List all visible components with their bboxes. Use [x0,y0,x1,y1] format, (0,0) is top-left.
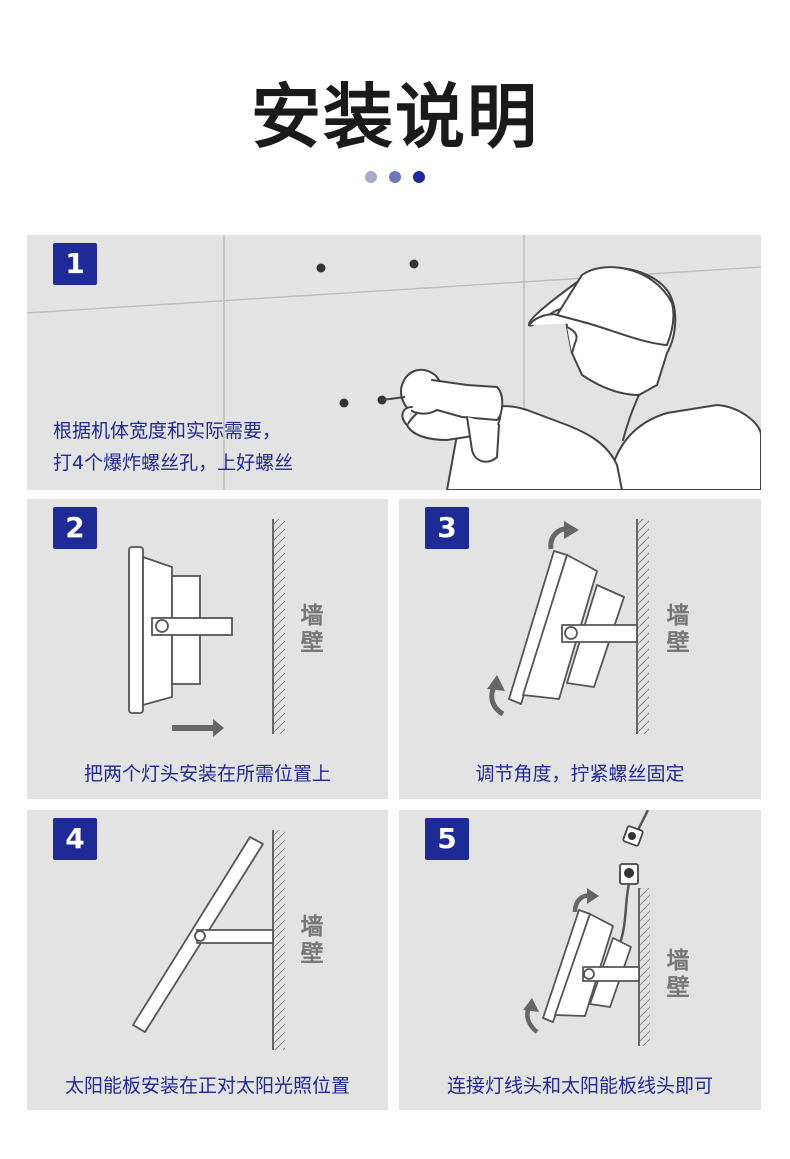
step-3-number-badge: 3 [425,507,469,549]
step-2-number-badge: 2 [53,507,97,549]
step-1-caption-line: 打4个爆炸螺丝孔，上好螺丝 [53,452,294,474]
step-5-caption: 连接灯线头和太阳能板线头即可 [446,1075,713,1097]
wall-label-char: 墙 [300,914,324,940]
solar-panel-mounting-illustration [132,830,285,1050]
step-4-number-badge: 4 [53,818,97,860]
wall-label-char: 壁 [300,941,324,967]
drilling-illustration [27,235,761,490]
step-2-panel: 墙 壁 2 把两个灯头安装在所需位置上 [27,499,388,799]
step-1-caption: 根据机体宽度和实际需要， 打4个爆炸螺丝孔，上好螺丝 [53,415,293,479]
step-1-panel: 1 根据机体宽度和实际需要， 打4个爆炸螺丝孔，上好螺丝 [27,235,761,490]
lamp-mounting-illustration [128,519,285,737]
decoration-dot [413,171,425,183]
step-5-number-badge: 5 [425,818,469,860]
decoration-dot [389,171,401,183]
page-title: 安装说明 [251,76,539,158]
wall-label-char: 壁 [300,630,324,656]
wall-label-char: 墙 [666,948,690,974]
step-4-caption: 太阳能板安装在正对太阳光照位置 [64,1075,350,1097]
wall-label-char: 墙 [300,603,324,629]
wall-label: 墙 壁 [299,603,325,657]
wall-label: 墙 壁 [299,914,325,968]
step-5-panel: 墙 壁 5 连接灯线头和太阳能板线头即可 [399,810,761,1110]
step-2-caption: 把两个灯头安装在所需位置上 [83,763,331,785]
title-decoration-dots [0,168,790,187]
angle-adjust-illustration [487,519,649,734]
wall-label-char: 壁 [666,630,690,656]
step-4-panel: 墙 壁 4 太阳能板安装在正对太阳光照位置 [27,810,388,1110]
step-3-panel: 墙 壁 3 调节角度，拧紧螺丝固定 [399,499,761,799]
wall-label-char: 壁 [666,975,690,1001]
step-1-number-badge: 1 [53,243,97,285]
wall-label: 墙 壁 [665,603,691,657]
wire-connection-illustration [523,810,650,1046]
step-3-caption: 调节角度，拧紧螺丝固定 [475,763,685,785]
decoration-dot [365,171,377,183]
step-1-caption-line: 根据机体宽度和实际需要， [53,420,282,442]
wall-label-char: 墙 [666,603,690,629]
wall-label: 墙 壁 [665,948,691,1002]
